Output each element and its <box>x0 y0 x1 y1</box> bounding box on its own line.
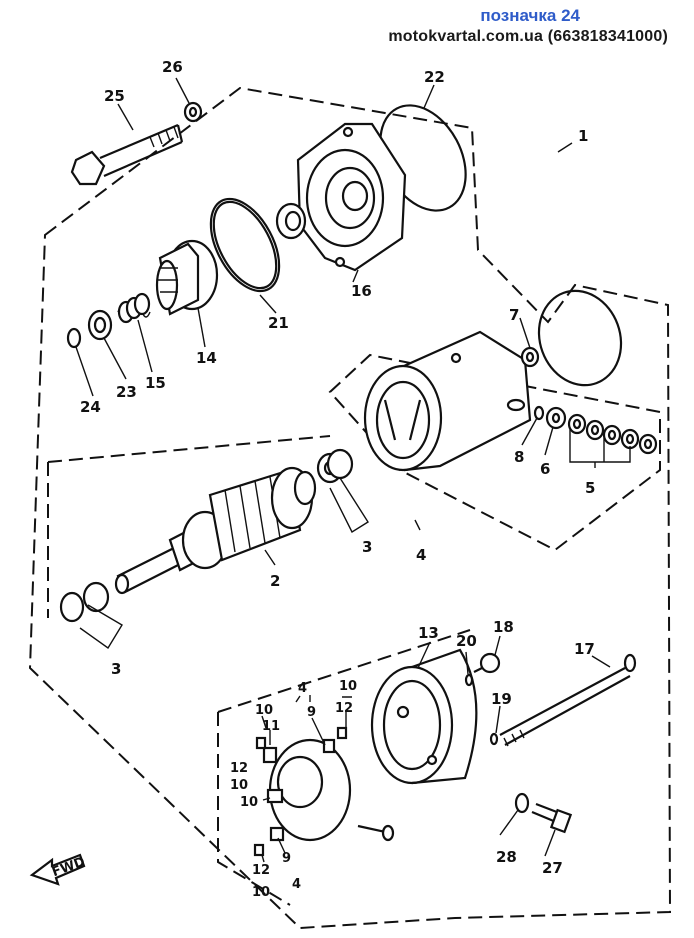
label-22: 22 <box>424 68 445 86</box>
label-13: 13 <box>418 624 439 642</box>
leader-lines <box>75 77 631 863</box>
label-10-mid: 10 <box>240 795 258 810</box>
label-12-left: 12 <box>230 761 248 776</box>
washer-26 <box>183 101 203 123</box>
label-9-top: 9 <box>307 705 316 720</box>
front-cover-16 <box>296 122 407 272</box>
page-subtitle: motokvartal.com.ua (663818341000) <box>388 28 668 45</box>
yoke-4 <box>363 330 532 472</box>
long-bolt-17 <box>499 653 637 747</box>
spring-15 <box>117 292 151 324</box>
fwd-arrow-icon: FWD <box>29 853 87 886</box>
brush-holder-plate <box>253 726 395 857</box>
label-21: 21 <box>268 314 289 332</box>
gasket-large <box>537 289 623 387</box>
label-4-top: 4 <box>298 681 307 696</box>
pinion-14 <box>155 239 219 316</box>
label-5: 5 <box>585 479 595 497</box>
label-28: 28 <box>496 848 517 866</box>
o-ring-20 <box>464 673 474 687</box>
label-24: 24 <box>80 398 101 416</box>
label-2: 2 <box>270 572 280 590</box>
label-4: 4 <box>416 546 426 564</box>
clip-24 <box>66 327 82 349</box>
washer-19 <box>489 732 499 746</box>
label-17: 17 <box>574 640 595 658</box>
label-4-bottom: 4 <box>292 877 301 892</box>
label-10-top: 10 <box>339 679 357 694</box>
label-19: 19 <box>491 690 512 708</box>
bolt-27 <box>531 802 573 834</box>
label-10-left-b: 10 <box>230 778 248 793</box>
label-10-bottom: 10 <box>252 885 270 900</box>
label-23: 23 <box>116 383 137 401</box>
label-20: 20 <box>456 632 477 650</box>
assembly-boundary <box>28 86 672 930</box>
label-12-top: 12 <box>335 701 353 716</box>
label-11-left: 11 <box>262 719 280 734</box>
label-8: 8 <box>514 448 524 466</box>
washer-8 <box>533 405 545 421</box>
nut-7 <box>520 346 540 368</box>
bolt-25 <box>70 123 184 186</box>
label-18: 18 <box>493 618 514 636</box>
label-3a: 3 <box>362 538 372 556</box>
label-7: 7 <box>509 306 519 324</box>
label-12-bottom: 12 <box>252 863 270 878</box>
label-9-bottom: 9 <box>282 851 291 866</box>
washer-3-bottom <box>59 581 110 623</box>
washer-6 <box>545 406 567 430</box>
rear-cover-13 <box>370 648 478 785</box>
washer-set-5 <box>567 413 658 455</box>
washer-28 <box>514 792 530 814</box>
washer-3-top <box>316 448 354 484</box>
bushing-23 <box>87 309 113 341</box>
page-title: позначка 24 <box>480 6 580 25</box>
label-14: 14 <box>196 349 217 367</box>
armature-2 <box>114 466 317 595</box>
label-26: 26 <box>162 58 183 76</box>
bolt-18 <box>473 652 501 674</box>
label-16: 16 <box>351 282 372 300</box>
label-15: 15 <box>145 374 166 392</box>
part-labels: 1 2 3 3 4 5 6 7 8 13 14 15 16 17 18 19 2… <box>80 58 595 900</box>
label-3b: 3 <box>111 660 121 678</box>
label-6: 6 <box>540 460 550 478</box>
label-27: 27 <box>542 859 563 877</box>
o-ring-21 <box>209 197 281 293</box>
label-25: 25 <box>104 87 125 105</box>
label-10-left: 10 <box>255 703 273 718</box>
seal-16a <box>275 202 307 240</box>
label-1: 1 <box>578 127 588 145</box>
